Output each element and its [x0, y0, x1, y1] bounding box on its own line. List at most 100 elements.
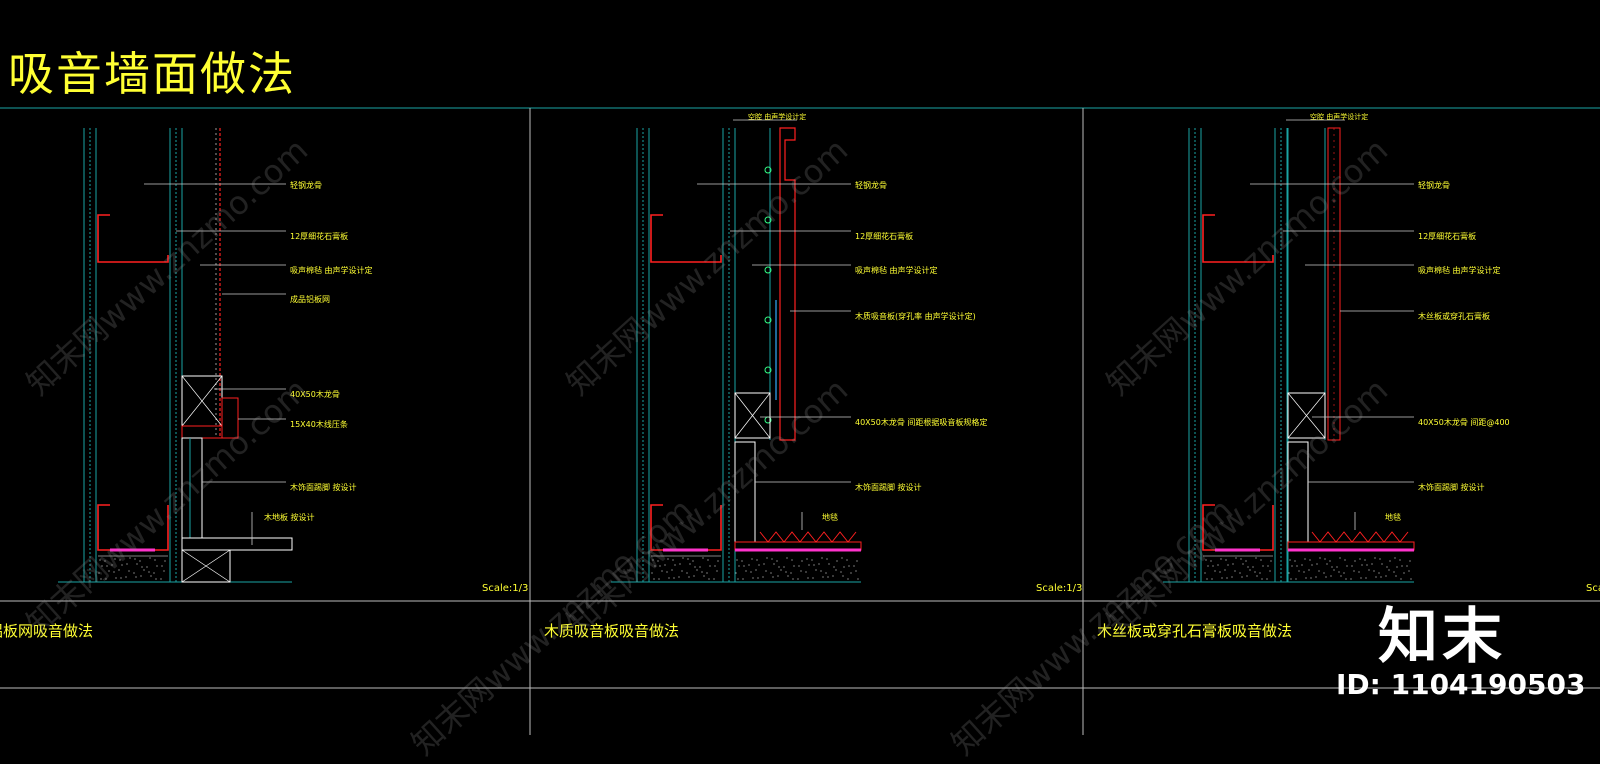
p3-floor-stipple	[1350, 578, 1352, 580]
p1-slab-stipple	[133, 572, 135, 574]
p1-slab-stipple	[140, 575, 142, 577]
p1-slab-stipple	[136, 563, 138, 565]
p3-floor-stipple	[1368, 569, 1370, 571]
p2-slab-stipple	[653, 578, 655, 580]
p2-slab-stipple	[672, 559, 674, 561]
p3-floor-stipple	[1309, 559, 1311, 561]
p1-slab-stipple	[106, 565, 108, 567]
p2-slab-stipple	[651, 572, 653, 574]
panel-1-scale: Scale:1/3	[482, 583, 529, 594]
p2-floor-stipple	[735, 572, 737, 574]
p2-slab-stipple	[654, 565, 656, 567]
p3-steel-channel-top	[1202, 214, 1274, 263]
p2-label-3: 木质吸音板(穿孔率 由声学设计定)	[855, 312, 976, 321]
p2-floor-stipple	[806, 558, 808, 560]
p2-slab-stipple	[694, 566, 696, 568]
p2-floor-stipple	[756, 559, 758, 561]
p1-slab-stipple	[111, 564, 113, 566]
p2-floor-stipple	[847, 578, 849, 580]
p3-slab-stipple	[1242, 563, 1244, 565]
p1-floor-joist	[181, 549, 231, 583]
p2-floor-stipple	[776, 560, 778, 562]
p3-label-3: 木丝板或穿孔石膏板	[1418, 312, 1490, 321]
p3-slab-stipple	[1256, 575, 1258, 577]
p3-floor-stipple	[1333, 569, 1335, 571]
p2-floor-stipple	[736, 559, 738, 561]
p3-slab-stipple	[1212, 565, 1214, 567]
p3-floor-stipple	[1296, 565, 1298, 567]
panel-3-caption: 木丝板或穿孔石膏板吸音做法	[1097, 622, 1293, 640]
p1-slab-stipple	[134, 558, 136, 560]
p3-label-1: 12厚细花石膏板	[1418, 232, 1477, 241]
p3-floor-stipple	[1375, 576, 1377, 578]
p2-floor-stipple	[797, 578, 799, 580]
p3-slab-stipple	[1206, 578, 1208, 580]
p1-slab-stipple	[143, 569, 145, 571]
p1-label-0: 轻钢龙骨	[290, 181, 322, 190]
p1-joist-cross-2	[181, 375, 223, 427]
p1-slab-stipple	[163, 570, 165, 572]
p1-label-5: 15X40木线压条	[290, 420, 348, 429]
p1-steel-channel-bottom	[97, 504, 169, 551]
p3-floor-stipple	[1366, 564, 1368, 566]
p2-floor-stipple	[748, 564, 750, 566]
p1-slab-stipple	[139, 560, 141, 562]
p2-slab-stipple	[713, 578, 715, 580]
p1-floor-joist-x2	[181, 549, 231, 583]
p3-slab-stipple	[1227, 564, 1229, 566]
p2-label-2: 吸声棉毡 由声学设计定	[855, 266, 938, 275]
brand-logo: 知末	[1378, 602, 1506, 672]
p2-label-1: 12厚细花石膏板	[855, 232, 914, 241]
p2-slab-stipple	[661, 570, 663, 572]
p3-slab-stipple	[1207, 565, 1209, 567]
p3-slab-stipple	[1260, 559, 1262, 561]
p1-slab-stipple	[153, 572, 155, 574]
p1-slab-stipple	[150, 575, 152, 577]
p3-floor-stipple	[1344, 559, 1346, 561]
p1-slab-stipple	[113, 571, 115, 573]
p2-floor-stipple	[801, 560, 803, 562]
p1-trim-base	[181, 425, 223, 439]
p1-slab-stipple	[126, 563, 128, 565]
p3-floor-stipple	[1304, 558, 1306, 560]
p2-slab-stipple	[671, 569, 673, 571]
p3-floor-stipple	[1358, 571, 1360, 573]
p2-floor-stipple	[743, 565, 745, 567]
p1-slab-stipple	[149, 557, 151, 559]
p2-floor-stipple	[790, 572, 792, 574]
p1-slab-stipple	[121, 564, 123, 566]
p2-floor-stipple	[785, 571, 787, 573]
p3-floor-stipple	[1360, 577, 1362, 579]
p3-slab-stipple	[1226, 577, 1228, 579]
p3-slab-stipple	[1234, 570, 1236, 572]
p3-slab-stipple	[1267, 565, 1269, 567]
p1-label-1: 12厚细花石膏板	[290, 232, 349, 241]
image-id: ID: 1104190503	[1336, 668, 1586, 701]
p2-slab-stipple	[657, 560, 659, 562]
p2-floor-stipple	[848, 565, 850, 567]
p3-slab-stipple	[1245, 560, 1247, 562]
p2-slab-stipple	[682, 557, 684, 559]
p3-floor-stipple	[1378, 572, 1380, 574]
p3-slab-stipple	[1219, 571, 1221, 573]
p2-floor-stipple	[786, 557, 788, 559]
p1-label-4: 40X50木龙骨	[290, 390, 340, 399]
p3-slab-stipple	[1221, 577, 1223, 579]
p2-floor-stipple	[793, 565, 795, 567]
p3-slab-stipple	[1204, 572, 1206, 574]
p3-slab-stipple	[1211, 578, 1213, 580]
p1-slab-stipple	[128, 570, 130, 572]
p2-floor-stipple	[855, 570, 857, 572]
p3-floor-stipple	[1403, 572, 1405, 574]
panel-3-top-label: 空腔 由声学设计定	[1310, 113, 1369, 121]
p2-floor-stipple	[811, 559, 813, 561]
p2-slab-stipple	[687, 558, 689, 560]
p3-floor-stipple	[1316, 563, 1318, 565]
p2-wood-joist	[734, 392, 771, 439]
p3-floor-stipple	[1339, 557, 1341, 559]
p1-slab-stipple	[101, 565, 103, 567]
p3-floor-stipple	[1365, 577, 1367, 579]
p2-label-4: 40X50木龙骨 间距根据吸音板规格定	[855, 418, 988, 427]
p2-floor-stipple	[826, 558, 828, 560]
p2-floor-stipple	[856, 560, 858, 562]
